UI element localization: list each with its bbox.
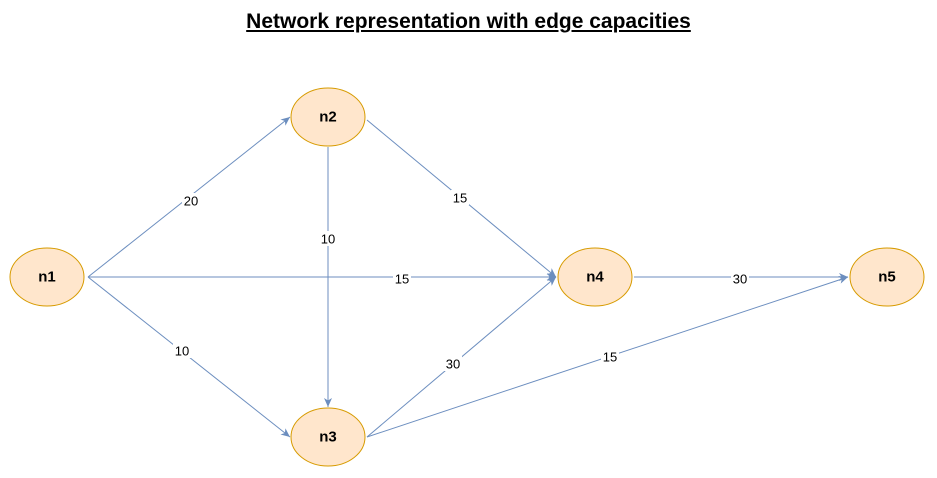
node-ellipse-n1	[9, 247, 85, 307]
node-n1: n1	[9, 247, 85, 307]
edge-label-bg-n1-n3	[173, 343, 191, 358]
edge-capacity-label-n1-n2: 20	[184, 194, 198, 209]
node-ellipse-n4	[557, 247, 633, 307]
edge-capacity-label-n3-n4: 30	[446, 357, 460, 372]
edge-capacity-label-n2-n3: 10	[321, 232, 335, 247]
edge-label-bg-n3-n4	[444, 356, 462, 371]
edge-label-bg-n1-n2	[182, 193, 200, 208]
edge-label-bg-n2-n3	[319, 231, 337, 246]
node-label-n1: n1	[38, 269, 56, 286]
node-label-n4: n4	[586, 269, 604, 286]
node-label-n3: n3	[319, 429, 337, 446]
node-ellipse-n2	[290, 87, 366, 147]
edge-capacity-label-n1-n4: 15	[395, 272, 409, 287]
node-n2: n2	[290, 87, 366, 147]
edge-labels-layer: 20 15 10 10 15 30 15 30	[173, 190, 749, 372]
node-n3: n3	[290, 407, 366, 467]
node-ellipse-n5	[849, 247, 925, 307]
node-n5: n5	[849, 247, 925, 307]
edge-label-bg-n3-n5	[601, 349, 619, 364]
node-ellipse-n3	[290, 407, 366, 467]
edge-capacity-label-n1-n3: 10	[175, 344, 189, 359]
edge-label-bg-n1-n4	[393, 271, 411, 286]
edge-label-bg-n2-n4	[451, 190, 469, 205]
node-label-n2: n2	[319, 109, 337, 126]
node-n4: n4	[557, 247, 633, 307]
nodes-layer: n1 n2 n3 n4 n5	[9, 87, 925, 467]
edge-capacity-label-n4-n5: 30	[733, 272, 747, 287]
diagram-title: Network representation with edge capacit…	[246, 10, 691, 33]
edge-capacity-label-n2-n4: 15	[453, 191, 467, 206]
node-label-n5: n5	[878, 269, 896, 286]
edge-label-bg-n4-n5	[731, 271, 749, 286]
edge-capacity-label-n3-n5: 15	[603, 350, 617, 365]
